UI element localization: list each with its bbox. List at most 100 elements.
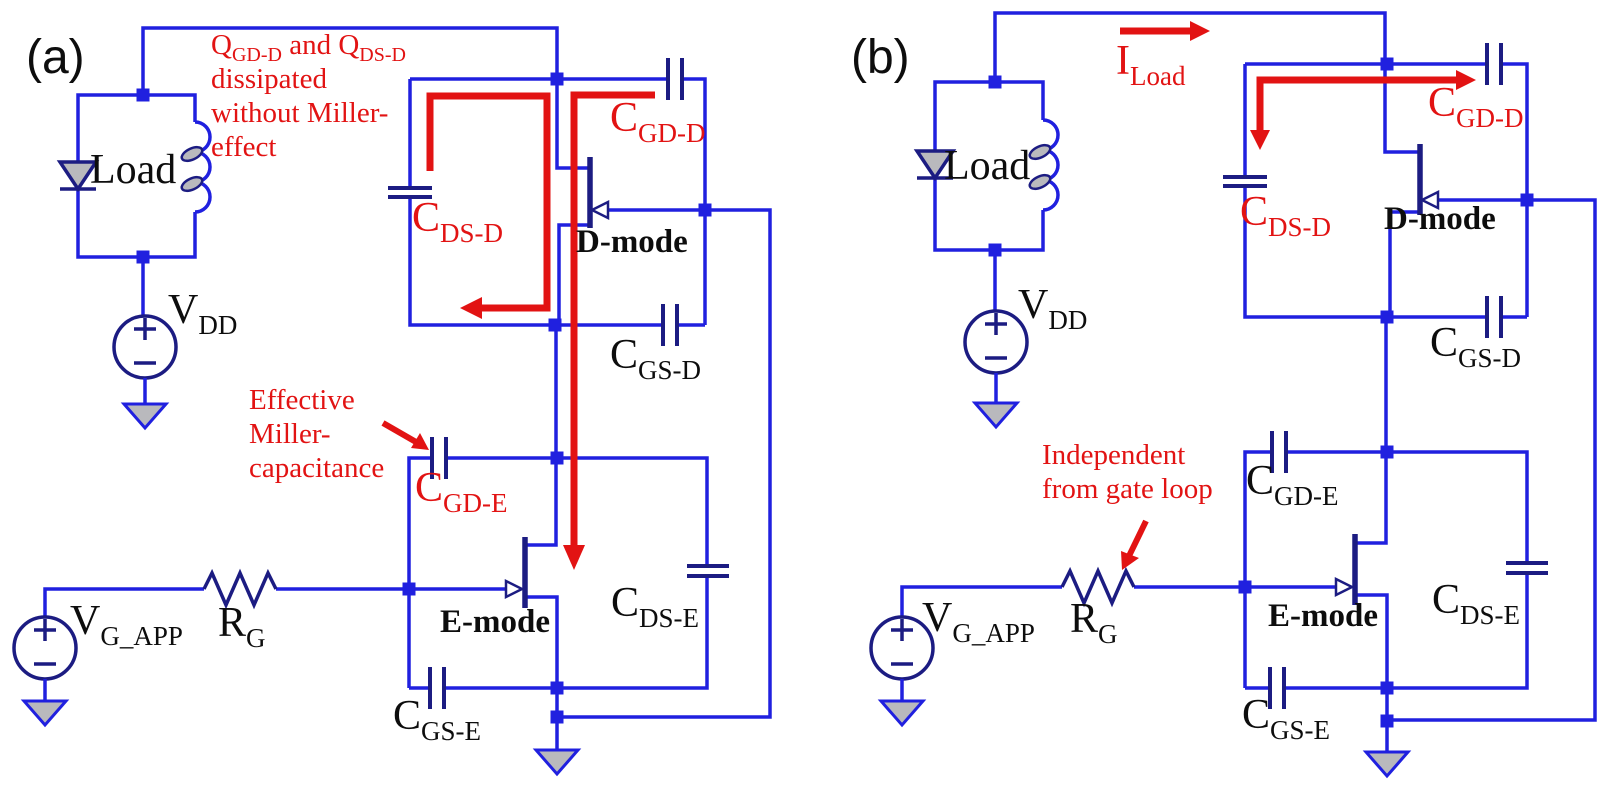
junction-dot <box>1380 445 1394 459</box>
capacitor-cgde-a <box>430 437 448 479</box>
load-diode-a <box>56 160 100 193</box>
load-diode-b <box>913 149 957 182</box>
capacitor-cdsd-a <box>388 186 432 199</box>
dmode-transistor-a <box>587 157 610 228</box>
diode-triangle <box>56 160 100 193</box>
capacitor-plates <box>428 667 446 709</box>
label-vdd-b: VDD <box>1018 282 1088 335</box>
wire-cgde-a <box>407 456 557 688</box>
panel-tag-text: (b) <box>851 31 910 84</box>
gate-arrow-icon <box>589 199 610 221</box>
note-line: Effective <box>249 384 355 416</box>
capacitor-cgse-a <box>428 667 446 709</box>
red-through-current-arrow-a <box>563 91 655 570</box>
vgapp-source-a <box>12 615 78 728</box>
resistor-rg-b <box>1060 566 1136 608</box>
arrow-path <box>381 420 418 445</box>
label-cgdd-b: CGD-D <box>1428 80 1524 133</box>
capacitor-cdsd-b <box>1223 175 1267 188</box>
ground-icon <box>971 401 1021 430</box>
arrowhead-icon <box>1190 21 1210 41</box>
emode-transistor-a <box>504 537 528 608</box>
wire-emode-source-b <box>1357 593 1389 688</box>
panel-tag-text: (a) <box>26 31 85 84</box>
note-line: Miller- <box>249 418 331 450</box>
arrowhead-icon <box>1250 130 1270 150</box>
wire-gate-to-ground-run-b <box>1387 198 1597 722</box>
label-cgdd-a: CGD-D <box>610 95 706 148</box>
label-emode-a: E-mode <box>440 604 550 640</box>
note-line: without Miller- <box>211 97 389 129</box>
load-inductor-b <box>1028 118 1060 212</box>
load-inductor-a <box>180 120 212 214</box>
panel-tag-a: (a) <box>26 34 85 82</box>
label-dmode-b: D-mode <box>1384 201 1496 237</box>
capacitor-cdse-b <box>1506 561 1548 575</box>
label-cdse-a: CDS-E <box>611 580 700 633</box>
note-dissipation-a: QGD-D and QDS-D dissipated without Mille… <box>211 28 406 164</box>
label-rg-a: RG <box>218 600 266 653</box>
capacitor-plates <box>1268 667 1286 709</box>
label-cdsd-b: CDS-D <box>1240 189 1332 242</box>
label-iload-b: ILoad <box>1116 38 1186 91</box>
coil-loop <box>1028 173 1052 191</box>
main-ground-icon-a <box>532 748 582 777</box>
label-cgde-b: CGD-E <box>1246 458 1339 511</box>
wire-mid-vertical-b <box>1357 317 1388 545</box>
junction-dot <box>1380 714 1394 728</box>
label-cdse-b: CDS-E <box>1432 577 1521 630</box>
capacitor-plates <box>1485 43 1503 85</box>
wire-cdsd-branch-a <box>408 79 555 327</box>
junction-dot <box>698 203 712 217</box>
ground-icon <box>877 699 927 728</box>
coil-loop <box>180 175 204 193</box>
capacitor-plates <box>388 186 432 199</box>
junction-dots-a <box>136 72 712 724</box>
wire-n1-right-arm-b <box>1387 62 1529 317</box>
wire-dmode-source-b <box>1388 210 1418 317</box>
vdd-source-b <box>963 309 1029 430</box>
junction-dot <box>402 582 416 596</box>
emode-transistor-b <box>1334 534 1358 605</box>
circuit-a <box>12 26 772 777</box>
plus-icon <box>34 619 56 641</box>
junction-dot <box>550 451 564 465</box>
junction-dot <box>988 75 1002 89</box>
note-miller-a: Effective Miller- capacitance <box>249 383 384 485</box>
arrow-path <box>1256 76 1456 130</box>
plus-icon <box>134 318 156 340</box>
wire-emode-source-a <box>527 595 559 688</box>
note-line: Independent <box>1042 439 1186 471</box>
capacitor-cgsd-b <box>1485 296 1503 338</box>
capacitor-plates <box>687 564 729 578</box>
red-miller-pointer-arrow-a <box>381 420 429 450</box>
junction-dot <box>136 88 150 102</box>
label-emode-b: E-mode <box>1268 598 1378 634</box>
inductor-coil <box>1042 118 1060 212</box>
capacitor-plates <box>430 437 448 479</box>
note-independent-b: Independent from gate loop <box>1042 438 1213 506</box>
plus-icon <box>985 313 1007 335</box>
wire-cdsd-branch-b <box>1243 64 1387 319</box>
junction-dot <box>136 250 150 264</box>
capacitor-plates <box>661 304 679 346</box>
label-vdd-a: VDD <box>168 287 238 340</box>
coil-loop <box>180 145 204 163</box>
circuit-b <box>869 11 1597 779</box>
capacitor-plates <box>1485 296 1503 338</box>
junction-dot <box>1380 681 1394 695</box>
capacitor-plates <box>1270 431 1288 473</box>
note-line: dissipated <box>211 63 327 95</box>
wire-cdse-branch-a <box>557 456 709 690</box>
wire-gate-loop-a <box>43 587 409 617</box>
dmode-transistor-b <box>1417 144 1440 215</box>
capacitor-cgse-b <box>1268 667 1286 709</box>
junction-dot <box>1520 193 1534 207</box>
label-cgse-b: CGS-E <box>1242 692 1331 745</box>
capacitor-cgde-b <box>1270 431 1288 473</box>
vgapp-source-b <box>869 615 935 728</box>
junction-dot <box>550 710 564 724</box>
label-load-b: Load <box>944 143 1031 189</box>
note-line: from gate loop <box>1042 473 1213 505</box>
